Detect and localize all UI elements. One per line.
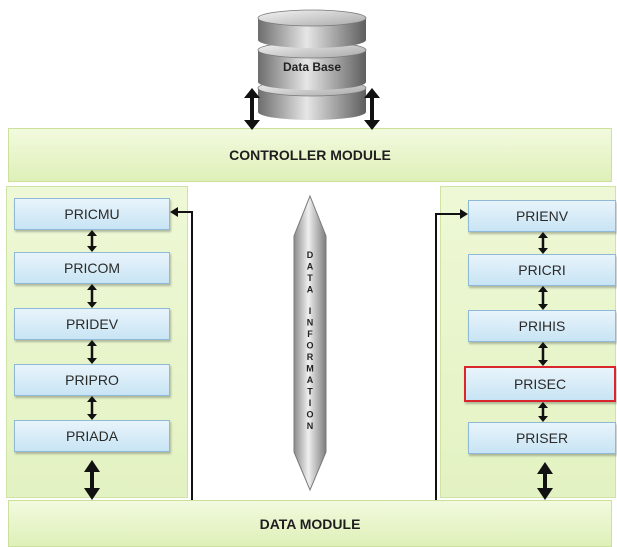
right-module-connectors (538, 232, 548, 422)
module-label: PRIENV (515, 208, 569, 224)
data-module-label: DATA MODULE (259, 515, 361, 532)
vertical-letter: R (307, 352, 314, 362)
controller-module: CONTROLLER MODULE (8, 128, 612, 182)
module-label: PRICOM (64, 260, 120, 276)
database-icon (257, 9, 367, 120)
arrowhead-icon (460, 209, 468, 219)
vertical-letter: O (306, 341, 313, 351)
module-label: PRICRI (518, 262, 566, 278)
vertical-letter: D (307, 250, 314, 260)
vertical-letter: I (309, 398, 312, 408)
module-prisec: PRISEC (464, 366, 616, 402)
module-label: PRIDEV (65, 316, 119, 332)
vertical-letter: T (307, 273, 313, 283)
module-label: PRIPRO (65, 372, 119, 388)
module-pripro: PRIPRO (14, 364, 170, 396)
database-label: Data Base (283, 60, 341, 74)
module-pricri: PRICRI (468, 254, 616, 286)
module-label: PRIHIS (518, 318, 566, 334)
vertical-letter: A (307, 285, 314, 295)
module-priser: PRISER (468, 422, 616, 454)
module-label: PRICMU (64, 206, 120, 222)
vertical-letter: A (307, 375, 314, 385)
module-data-arrows (84, 460, 553, 500)
vertical-letter: A (307, 262, 314, 272)
module-pricom: PRICOM (14, 252, 170, 284)
vertical-letter: I (309, 306, 312, 316)
controller-module-label: CONTROLLER MODULE (229, 147, 391, 163)
module-priada: PRIADA (14, 420, 170, 452)
arrowhead-icon (170, 207, 178, 217)
module-prihis: PRIHIS (468, 310, 616, 342)
module-label: PRIADA (65, 428, 119, 444)
module-pridev: PRIDEV (14, 308, 170, 340)
vertical-letter: T (307, 387, 313, 397)
data-module: DATA MODULE (8, 500, 612, 547)
vertical-letter: M (306, 364, 314, 374)
module-prienv: PRIENV (468, 200, 616, 232)
data-information-arrow (293, 194, 327, 492)
feedback-lines (178, 211, 460, 500)
left-module-connectors (87, 230, 97, 420)
vertical-letter: O (306, 410, 313, 420)
vertical-letter: F (307, 329, 313, 339)
module-pricmu: PRICMU (14, 198, 170, 230)
db-controller-arrows (244, 88, 380, 130)
module-label: PRISER (515, 430, 569, 446)
vertical-letter: N (307, 318, 314, 328)
module-label: PRISEC (513, 376, 567, 392)
vertical-letter: N (307, 421, 314, 431)
